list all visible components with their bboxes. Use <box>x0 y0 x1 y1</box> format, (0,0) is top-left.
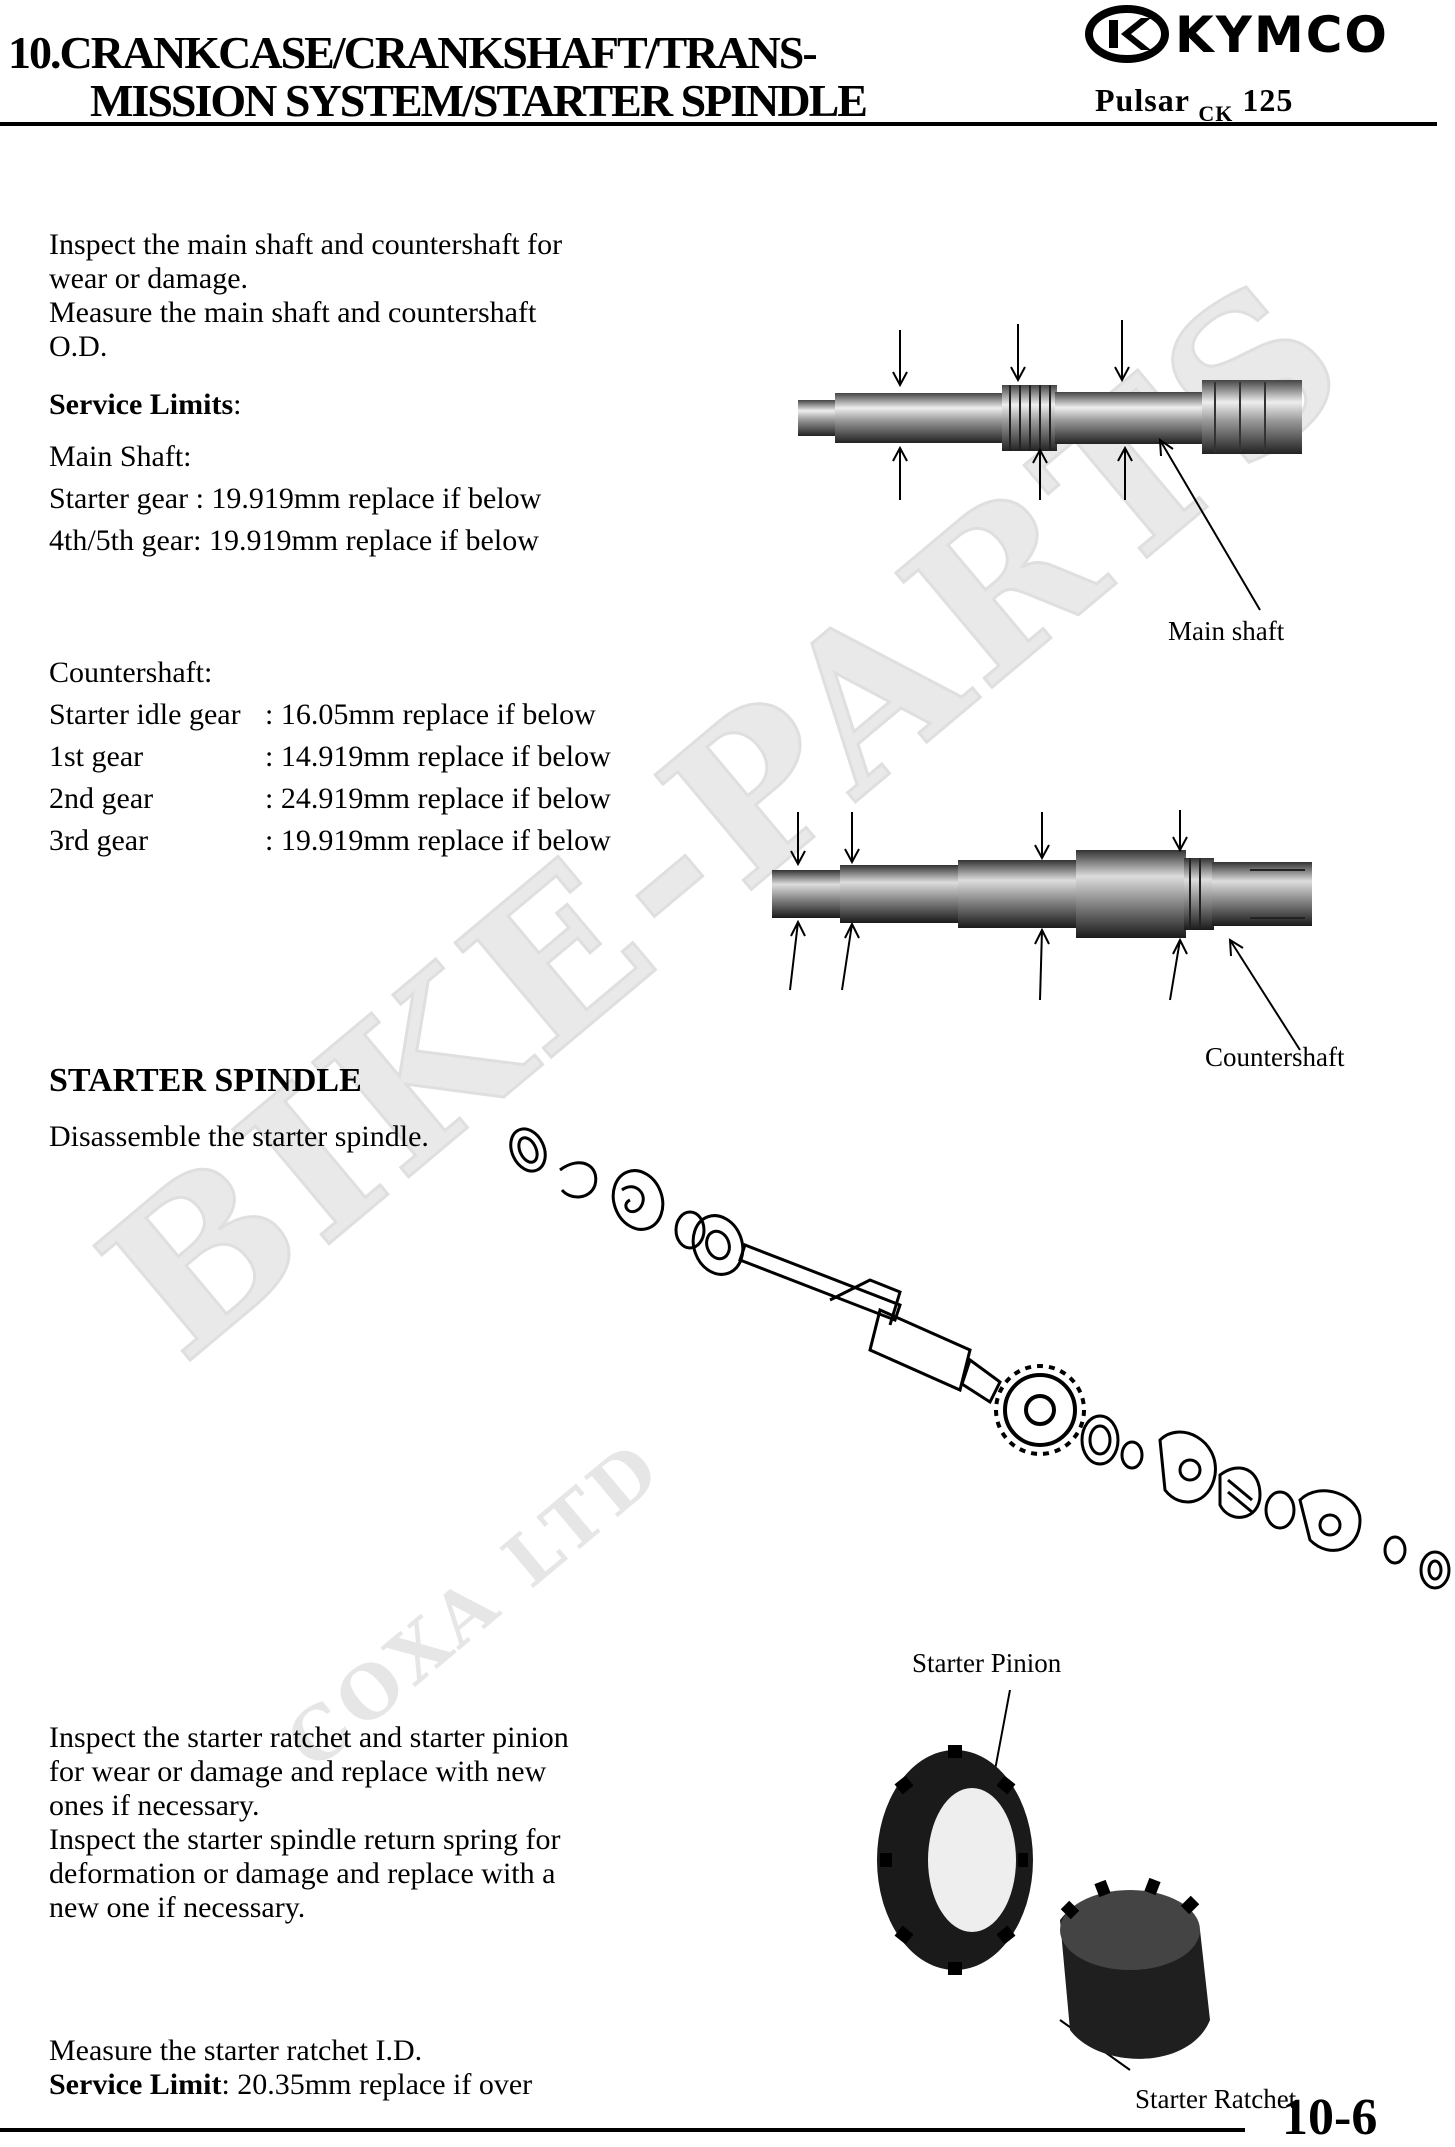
shaft-intro-line: O.D. <box>49 330 108 363</box>
limit-value: : 14.919mm replace if below <box>265 740 611 773</box>
limit-value: : 16.05mm replace if below <box>265 698 596 731</box>
countershaft-limit-row: Starter idle gear : 16.05mm replace if b… <box>49 698 689 740</box>
model-suffix: 125 <box>1242 82 1294 118</box>
countershaft-limit-row: 2nd gear : 24.919mm replace if below <box>49 782 689 824</box>
main-shaft-limit: Starter gear : 19.919mm replace if below <box>49 482 542 515</box>
inspect-line: ones if necessary. <box>49 1789 260 1822</box>
main-shaft-drawing <box>798 320 1302 611</box>
page-number: 10-6 <box>1282 2089 1378 2146</box>
measure-ratchet-text: Measure the starter ratchet I.D. <box>49 2034 423 2067</box>
main-shaft-figure <box>740 320 1340 640</box>
service-limits-heading: Service Limits: <box>49 388 241 422</box>
inspect-line: Inspect the starter spindle return sprin… <box>49 1823 561 1856</box>
header-rule <box>0 122 1437 126</box>
footer-rule <box>0 2128 1245 2132</box>
countershaft-limit-row: 1st gear : 14.919mm replace if below <box>49 740 689 782</box>
shaft-intro-line: Inspect the main shaft and countershaft … <box>49 228 563 261</box>
service-limits-colon: : <box>233 388 242 421</box>
starter-ratchet-caption: Starter Ratchet <box>1135 2084 1297 2114</box>
exploded-diagram-drawing <box>509 1127 1451 1590</box>
page-title-line2: MISSION SYSTEM/STARTER SPINDLE <box>90 75 868 126</box>
kymco-logo: KYMCO <box>1085 4 1445 64</box>
model-name: Pulsar CK 125 <box>1095 82 1294 126</box>
limit-name: 3rd gear <box>49 824 149 857</box>
main-shaft-caption: Main shaft <box>1168 616 1285 646</box>
kymco-logo-icon <box>1085 5 1169 63</box>
countershaft-drawing <box>772 810 1312 1051</box>
limit-value: : 19.919mm replace if below <box>265 824 611 857</box>
service-limit-value: : 20.35mm replace if over <box>221 2068 533 2101</box>
starter-spindle-heading: STARTER SPINDLE <box>49 1062 362 1099</box>
main-shaft-limit: 4th/5th gear: 19.919mm replace if below <box>49 524 539 557</box>
measure-arrows <box>789 810 1301 1051</box>
spindle-exploded-diagram <box>500 1120 1455 1640</box>
countershaft-caption: Countershaft <box>1205 1042 1345 1072</box>
pinion-ratchet-photo <box>860 1689 1350 2100</box>
main-shaft-heading: Main Shaft: <box>49 440 192 473</box>
service-limit-label: Service Limit <box>49 2068 222 2101</box>
inspect-ratchet-text: Inspect the starter ratchet and starter … <box>49 1721 699 1925</box>
starter-ratchet-shape <box>1060 1877 1210 2059</box>
disassemble-instruction: Disassemble the starter spindle. <box>49 1120 429 1153</box>
shaft-intro: Inspect the main shaft and countershaft … <box>49 228 669 364</box>
starter-pinion-caption: Starter Pinion <box>912 1648 1062 1678</box>
shaft-intro-line: Measure the main shaft and countershaft <box>49 296 537 329</box>
countershaft-limits: Starter idle gear : 16.05mm replace if b… <box>49 698 689 866</box>
pinion-ratchet-drawing <box>877 1689 1210 2071</box>
measure-arrows <box>892 320 1261 611</box>
inspect-line: deformation or damage and replace with a <box>49 1857 556 1890</box>
countershaft-figure <box>760 800 1360 1080</box>
inspect-line: for wear or damage and replace with new <box>49 1755 547 1788</box>
page-title-line1: 10.CRANKCASE/CRANKSHAFT/TRANS- <box>8 27 818 78</box>
countershaft-heading: Countershaft: <box>49 656 213 689</box>
countershaft-limit-row: 3rd gear : 19.919mm replace if below <box>49 824 689 866</box>
limit-value: : 24.919mm replace if below <box>265 782 611 815</box>
model-subscript: CK <box>1198 101 1234 126</box>
starter-pinion-shape <box>877 1745 1033 1975</box>
model-prefix: Pulsar <box>1095 82 1190 118</box>
limit-name: 2nd gear <box>49 782 154 815</box>
limit-name: 1st gear <box>49 740 144 773</box>
inspect-line: new one if necessary. <box>49 1891 306 1924</box>
ratchet-service-limit: Service Limit: 20.35mm replace if over <box>49 2068 532 2102</box>
service-limits-label: Service Limits <box>49 388 234 421</box>
limit-name: Starter idle gear <box>49 698 241 731</box>
brand-name: KYMCO <box>1175 6 1389 64</box>
inspect-line: Inspect the starter ratchet and starter … <box>49 1721 569 1754</box>
shaft-intro-line: wear or damage. <box>49 262 249 295</box>
